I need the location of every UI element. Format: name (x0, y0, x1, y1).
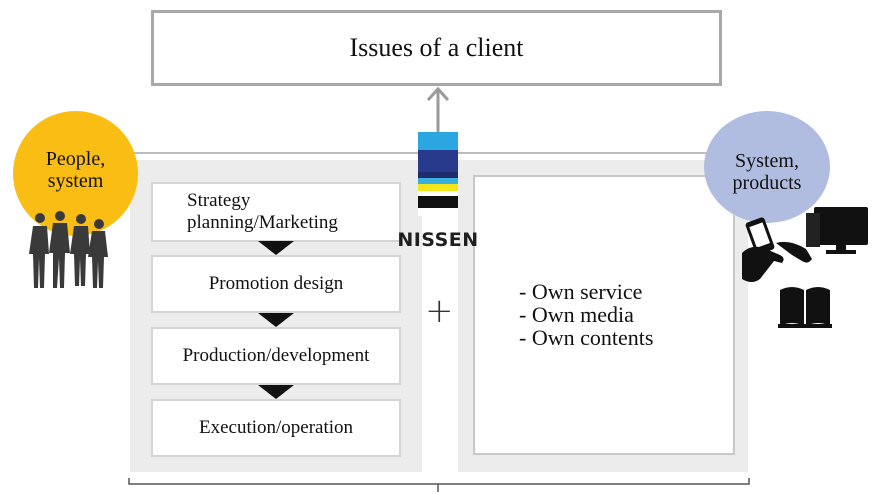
step-label: Execution/operation (198, 417, 354, 438)
nissen-logo-icon (418, 132, 458, 216)
step-label-line1: Strategy (187, 190, 251, 211)
system-products-circle (704, 111, 830, 223)
up-arrow-icon (426, 86, 450, 136)
step-label: Promotion design (208, 273, 344, 294)
circle-label-line2: system (47, 170, 104, 192)
smartphone-hand-icon (742, 217, 812, 282)
plus-symbol: + (425, 291, 454, 331)
own-item: - Own media (519, 302, 634, 327)
process-step-promotion: Promotion design (151, 255, 401, 313)
down-triangle-icon (258, 241, 294, 255)
open-book-icon (778, 287, 832, 328)
system-products-label: System, products (704, 150, 830, 194)
client-issues-label: Issues of a client (349, 33, 524, 62)
down-triangle-icon (258, 385, 294, 399)
process-step-execution: Execution/operation (151, 399, 401, 457)
circle-label-line1: People, (45, 148, 106, 170)
bottom-brace (128, 478, 750, 492)
process-step-production: Production/development (151, 327, 401, 385)
circle-label-line2: products (732, 172, 802, 194)
computer-monitor-icon (806, 207, 868, 254)
step-label: Production/development (182, 345, 370, 366)
circle-label-line1: System, (735, 150, 799, 172)
people-system-label: People, system (13, 148, 138, 192)
own-item: - Own contents (519, 325, 654, 350)
people-system-circle (13, 111, 138, 236)
nissen-logo-text: NISSEN (397, 229, 479, 251)
client-issues-box: Issues of a client (151, 10, 722, 86)
down-triangle-icon (258, 313, 294, 327)
own-items-list: - Own service - Own media - Own contents (519, 280, 653, 349)
own-item: - Own service (519, 279, 643, 304)
own-assets-box (473, 175, 735, 455)
process-step-strategy: Strategy planning/Marketing (151, 182, 401, 242)
devices-icon-group (742, 207, 868, 328)
step-label-line2: planning/Marketing (187, 212, 338, 233)
people-silhouettes-icon (29, 211, 108, 288)
